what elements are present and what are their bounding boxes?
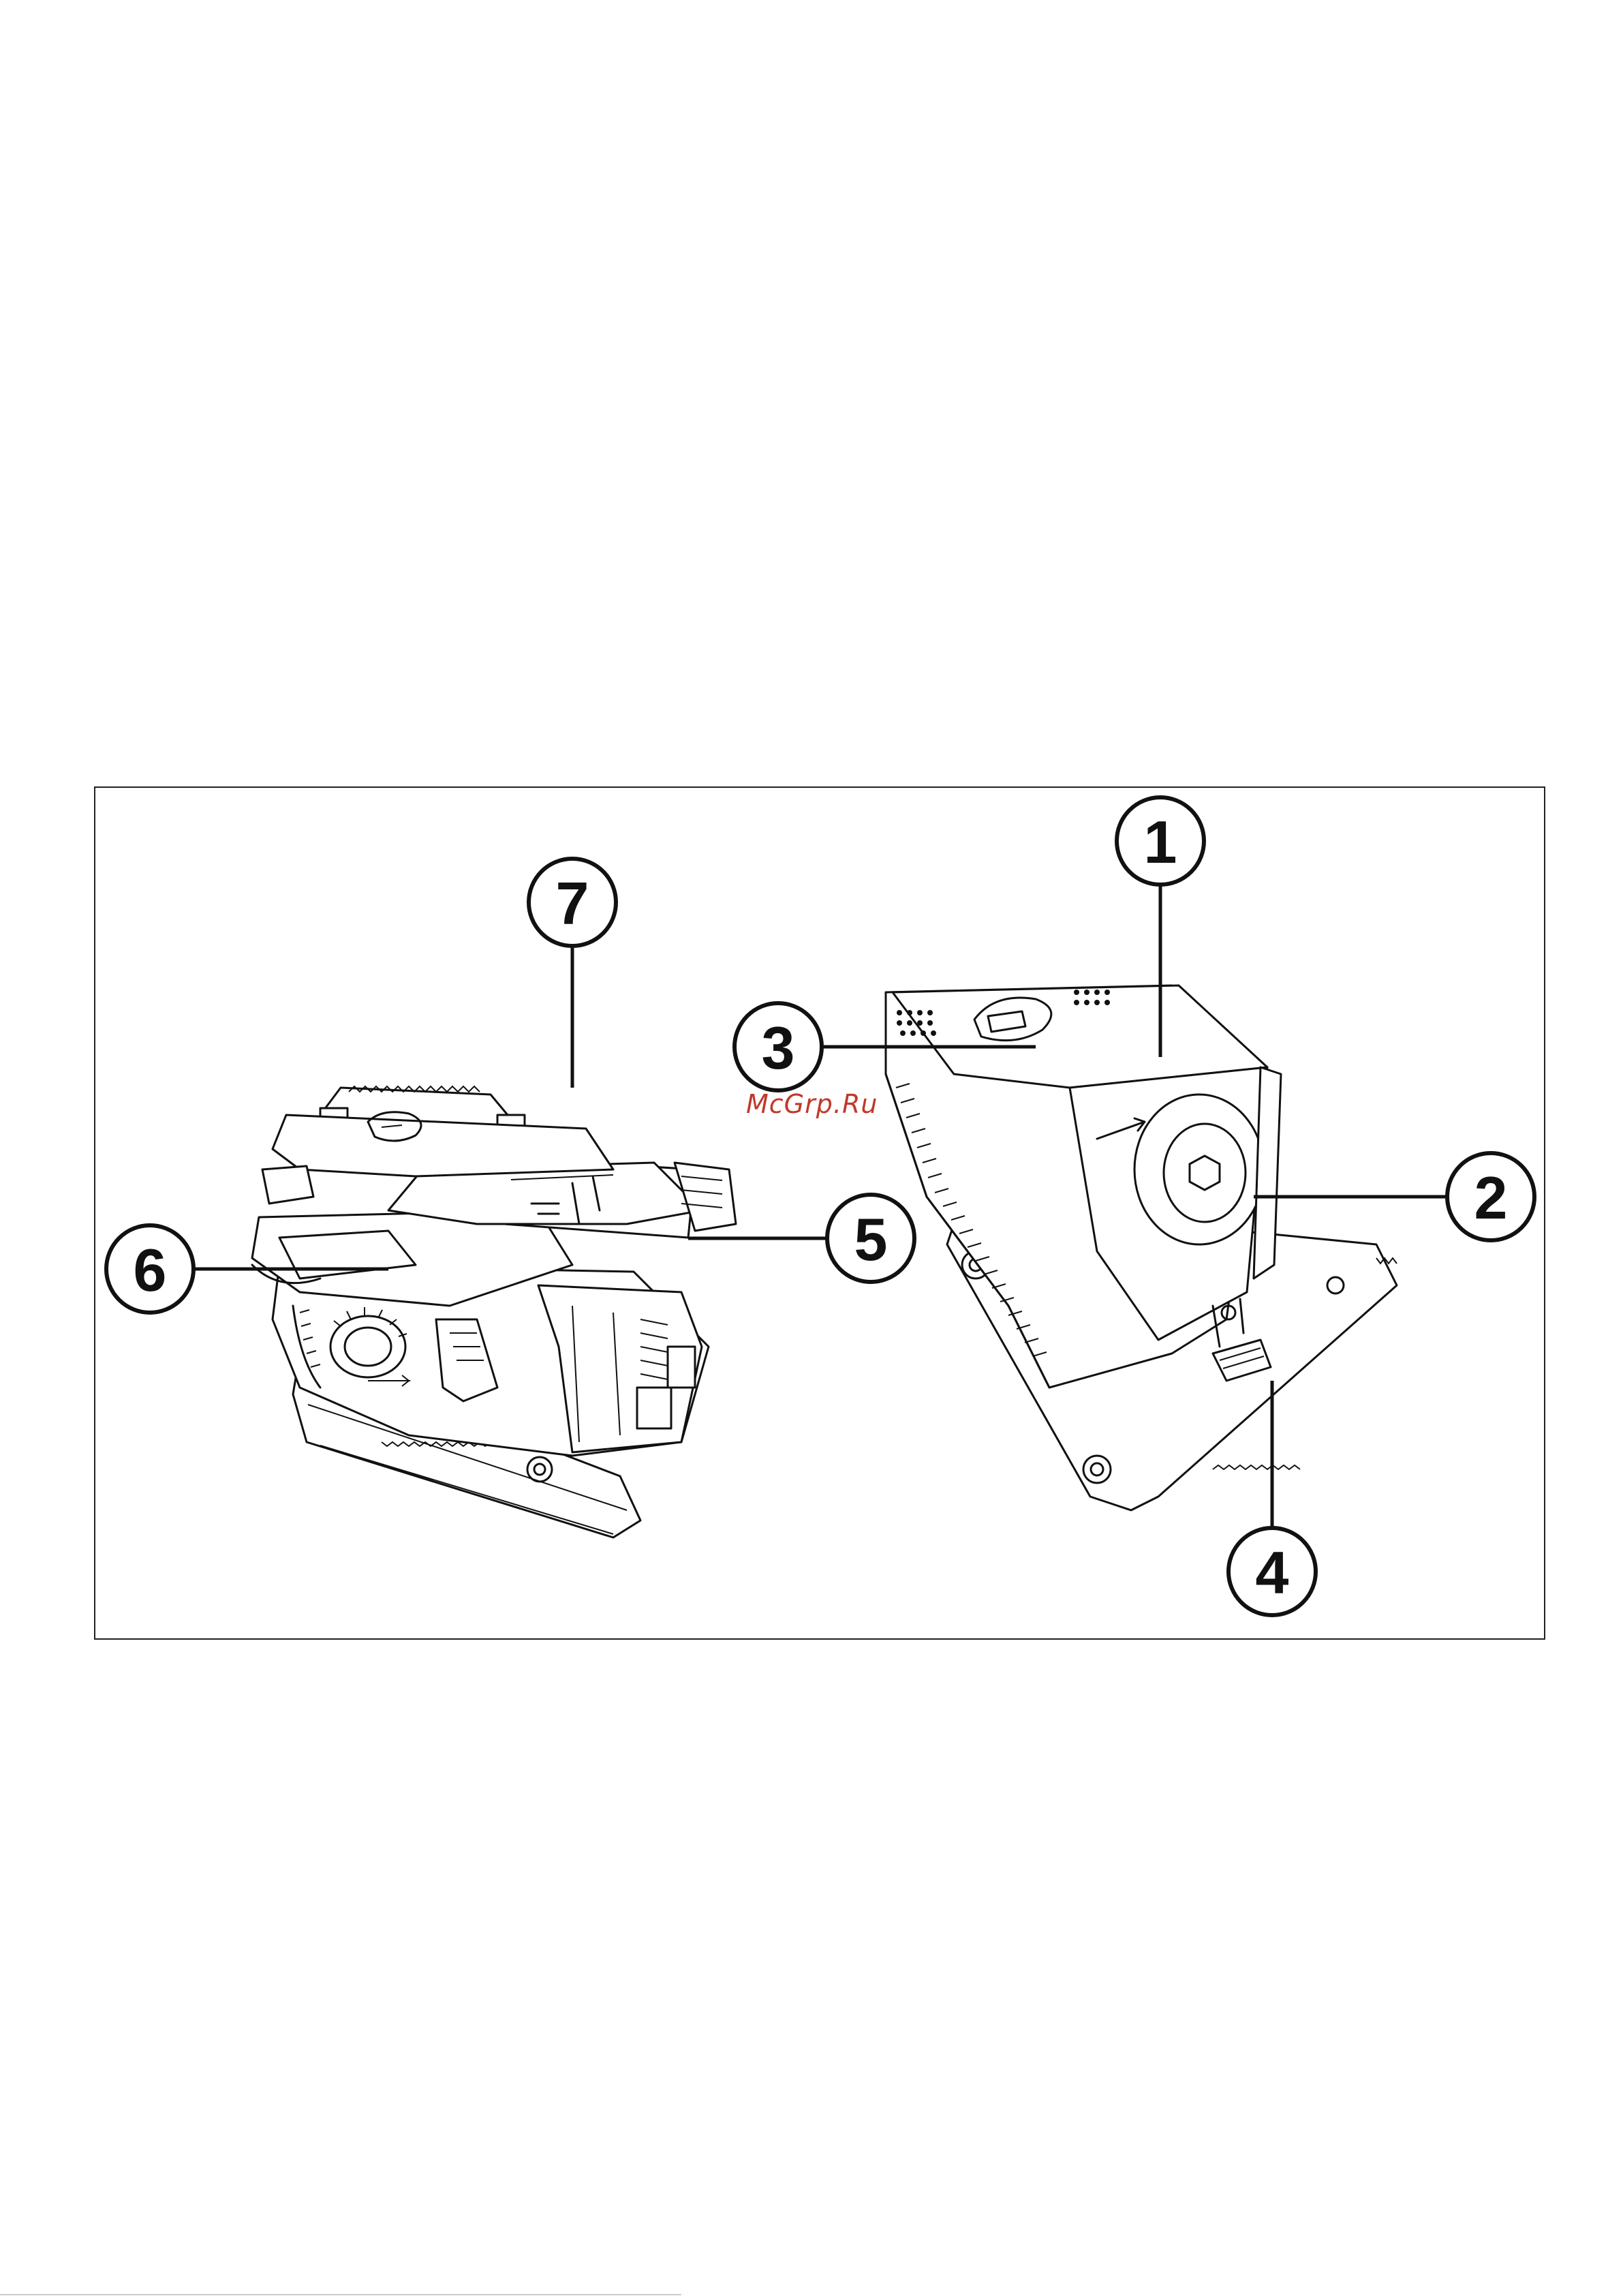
svg-text:5: 5 bbox=[854, 1206, 888, 1273]
left-device-drawing bbox=[252, 1086, 736, 1537]
product-illustration: 1 2 3 4 5 6 bbox=[95, 788, 1547, 1641]
svg-text:7: 7 bbox=[556, 870, 589, 937]
svg-text:2: 2 bbox=[1474, 1164, 1508, 1231]
page-bottom-rule bbox=[0, 2294, 681, 2295]
svg-text:1: 1 bbox=[1144, 808, 1177, 876]
figure-frame: 1 2 3 4 5 6 bbox=[94, 786, 1545, 1640]
svg-text:4: 4 bbox=[1256, 1539, 1289, 1606]
watermark-text: McGrp.Ru bbox=[746, 1089, 878, 1119]
svg-text:6: 6 bbox=[134, 1236, 167, 1304]
callout-2: 2 bbox=[1254, 1153, 1534, 1240]
svg-text:3: 3 bbox=[762, 1014, 795, 1082]
callout-7: 7 bbox=[529, 859, 616, 1088]
right-device-drawing bbox=[886, 985, 1397, 1510]
